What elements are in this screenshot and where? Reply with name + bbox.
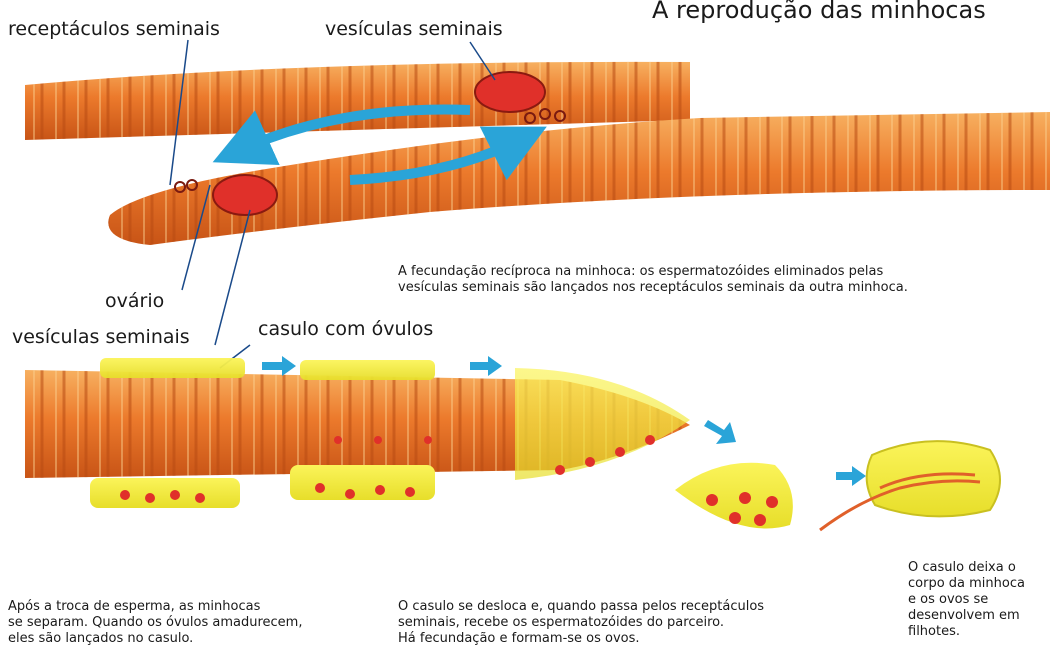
caption-step2: O casulo se desloca e, quando passa pelo… <box>398 599 764 647</box>
label-vesicles-bottom: vesículas seminais <box>12 326 190 348</box>
label-receptacles: receptáculos seminais <box>8 18 220 40</box>
label-cocoon: casulo com óvulos <box>258 318 433 340</box>
label-ovary: ovário <box>105 290 164 312</box>
caption-step1: Após a troca de esperma, as minhocas se … <box>8 599 302 647</box>
caption-fecundation: A fecundação recíproca na minhoca: os es… <box>398 264 908 296</box>
released-cocoon <box>675 463 793 529</box>
caption-step3: O casulo deixa o corpo da minhoca e os o… <box>908 560 1025 640</box>
cocoon-stage-3 <box>515 368 690 480</box>
diagram-title: A reprodução das minhocas <box>652 0 986 24</box>
hatching-cocoon <box>820 441 1000 530</box>
vesicle-organ-lower <box>213 175 277 215</box>
vesicle-organ-top <box>475 72 545 112</box>
label-vesicles-top: vesículas seminais <box>325 18 503 40</box>
